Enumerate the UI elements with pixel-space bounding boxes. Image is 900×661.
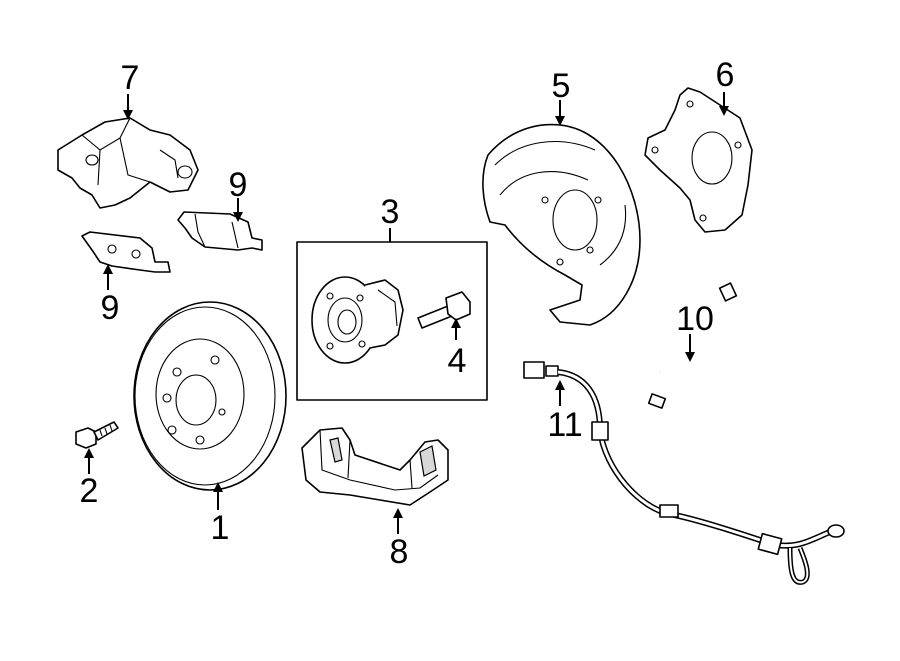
brake-pad-part-9-lower[interactable] xyxy=(81,231,171,273)
dust-shield-part-5[interactable] xyxy=(482,123,641,326)
leader-arrow-7 xyxy=(123,94,133,120)
wheel-hub-part-3[interactable] xyxy=(311,276,404,364)
callout-7: 7 xyxy=(120,59,140,97)
callout-11: 11 xyxy=(547,406,583,444)
hub-bolt-part-4[interactable] xyxy=(417,291,471,329)
bolt-part-2[interactable] xyxy=(75,421,119,449)
callout-10: 10 xyxy=(676,300,714,338)
leader-arrow-9b xyxy=(103,264,113,290)
callout-8: 8 xyxy=(389,533,409,571)
leader-arrow-11 xyxy=(555,380,565,406)
caliper-bracket-part-8[interactable] xyxy=(301,427,449,506)
leader-arrow-9a xyxy=(233,198,243,222)
leader-arrow-6 xyxy=(719,92,729,116)
leader-arrow-10 xyxy=(685,334,695,362)
brake-rotor-part-1[interactable] xyxy=(133,301,287,491)
callout-9-upper: 9 xyxy=(228,166,248,204)
caliper-part-7[interactable] xyxy=(57,117,199,209)
callout-4: 4 xyxy=(447,342,467,380)
callout-1: 1 xyxy=(210,509,230,547)
leader-arrow-4 xyxy=(451,318,461,340)
brake-hose-part-10[interactable] xyxy=(647,282,740,409)
callout-3: 3 xyxy=(380,193,400,231)
leader-arrow-2 xyxy=(84,448,94,474)
leader-arrow-1 xyxy=(213,482,223,510)
callout-5: 5 xyxy=(551,67,571,105)
callout-2: 2 xyxy=(79,472,99,510)
leader-arrow-5 xyxy=(555,100,565,126)
abs-sensor-wire-part-11[interactable] xyxy=(523,361,845,585)
leader-arrow-8 xyxy=(393,508,403,534)
mounting-plate-part-6[interactable] xyxy=(644,87,753,233)
callout-6: 6 xyxy=(715,56,735,94)
brake-pad-part-9-upper[interactable] xyxy=(177,211,263,251)
callout-9-lower: 9 xyxy=(100,289,120,327)
